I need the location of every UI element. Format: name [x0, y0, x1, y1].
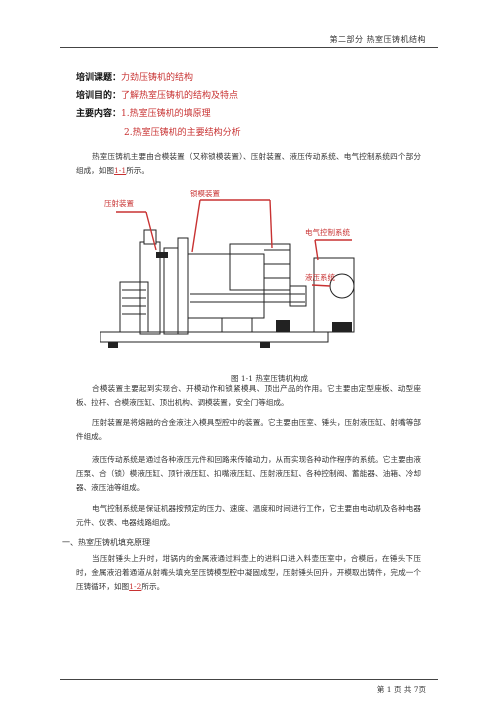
page-footer: 第 1 页 共 7页	[376, 685, 426, 694]
paragraph-clamping: 合模装置主要起到实现合、开模动作和锁紧模具、顶出产品的作用。它主要由定型座板、动…	[76, 384, 421, 407]
content-item-1: 1.热室压铸机的填原理	[121, 109, 211, 119]
figure-ref-1-1: 1-1	[113, 166, 127, 175]
figure-caption: 图 1-1 热室压铸机构成	[231, 374, 308, 383]
content-label: 主要内容：	[76, 109, 122, 119]
footer-rule	[60, 679, 438, 680]
purpose-label: 培训目的：	[76, 91, 122, 101]
figure-ref-1-2: 1-2	[129, 582, 142, 591]
label-electric: 电气控制系统	[305, 227, 350, 237]
paragraph-hydraulic: 液压传动系统是通过各种液压元件和回路来传输动力，从而实现各种动作程序的系统。它主…	[76, 455, 421, 492]
purpose-value: 了解热室压铸机的结构及特点	[121, 91, 239, 101]
purpose-line: 培训目的：了解热室压铸机的结构及特点	[76, 88, 238, 101]
topic-value: 力劲压铸机的结构	[121, 73, 194, 83]
topic-line: 培训课题：力劲压铸机的结构	[76, 70, 193, 83]
intro-paragraph: 热室压铸机主要由合模装置（又称锁模装置）、压射装置、液压传动系统、电气控制系统四…	[76, 152, 421, 175]
principle-paragraph: 当压射锤头上升时，坩锅内的金属液通过料壶上的进料口进入料壶压室中，合模后，在锤头…	[76, 554, 421, 591]
content-line: 主要内容：1.热室压铸机的填原理	[76, 106, 211, 119]
header-rule	[60, 47, 438, 48]
paragraph-electric: 电气控制系统是保证机器按预定的压力、速度、温度和时间进行工作，它主要由电动机及各…	[76, 504, 421, 527]
content-item-2: 2.热室压铸机的主要结构分析	[124, 128, 241, 138]
section-title: 一、热室压铸机填充原理	[62, 538, 150, 547]
page-header: 第二部分 热室压铸机结构	[329, 35, 426, 44]
machine-figure: 压射装置 锁模装置 电气控制系统 液压系统	[100, 190, 355, 348]
label-clamping: 锁模装置	[190, 190, 220, 198]
label-injection: 压射装置	[104, 198, 134, 208]
topic-label: 培训课题：	[76, 73, 122, 83]
paragraph-injection: 压射装置是将熔融的合金液注入模具型腔中的装置。它主要由压室、锤头，压射液压缸、射…	[76, 418, 421, 441]
label-hydraulic: 液压系统	[305, 272, 335, 282]
